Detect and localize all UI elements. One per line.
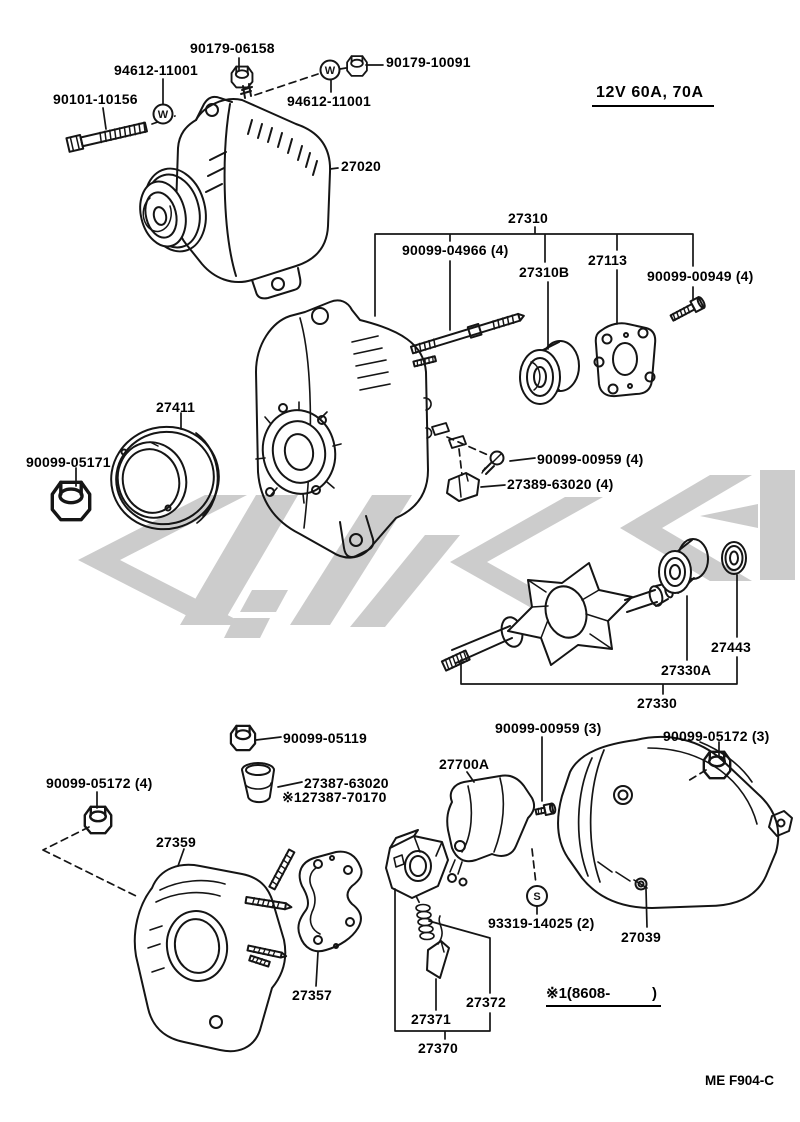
part-label-90099-00959-3: 90099-00959 (3) <box>495 720 602 736</box>
alternator-assembly-27020-drawing <box>139 83 332 300</box>
part-label-27443: 27443 <box>711 639 751 655</box>
rectifier-27357-drawing <box>268 848 363 953</box>
part-label-90099-05172-4: 90099-05172 (4) <box>46 775 153 791</box>
part-label-27039: 27039 <box>621 929 661 945</box>
part-label-94612-11001-a: 94612-11001 <box>114 62 198 78</box>
applicability-footnote: ※1(8608- ) <box>546 986 661 1007</box>
washer-mark-w-icon: W <box>158 109 169 121</box>
bolt-90101-10156-drawing <box>65 121 148 153</box>
part-label-90099-05119: 90099-05119 <box>283 730 367 746</box>
part-label-93319-14025-2: 93319-14025 (2) <box>488 915 595 931</box>
part-label-27371: 27371 <box>411 1011 451 1027</box>
screw-mark-circle <box>526 885 548 907</box>
washer-mark-circle-right <box>319 59 341 81</box>
part-label-27389-63020-4: 27389-63020 (4) <box>507 476 614 492</box>
part-label-27020: 27020 <box>341 158 381 174</box>
part-label-90101-10156: 90101-10156 <box>53 91 138 107</box>
part-label-127387-70170: ※127387-70170 <box>282 789 387 805</box>
rear-end-frame-27359-drawing <box>133 863 293 1053</box>
insulator-27387-63020-drawing <box>241 762 275 804</box>
part-label-90099-00949-4: 90099-00949 (4) <box>647 268 754 284</box>
part-label-90099-04966-4: 90099-04966 (4) <box>402 242 509 258</box>
washer-mark-circle-left <box>152 103 174 125</box>
screw-mark-s-icon: S <box>533 891 540 903</box>
part-label-94612-11001-b: 94612-11001 <box>287 93 371 109</box>
brush-spring-drawing <box>415 903 435 941</box>
part-label-27372: 27372 <box>466 994 506 1010</box>
part-label-27700A: 27700A <box>439 756 490 772</box>
part-label-90179-10091: 90179-10091 <box>386 54 471 70</box>
voltage-amperage-spec: 12V 60A, 70A <box>592 85 714 107</box>
terminals-drawing <box>431 422 467 449</box>
seal-27443-drawing <box>721 541 747 575</box>
part-label-90179-06158: 90179-06158 <box>190 40 275 56</box>
part-label-27359: 27359 <box>156 834 196 850</box>
screw-90099-00959-3-drawing <box>534 802 557 817</box>
regulator-27700A-drawing <box>446 774 536 887</box>
part-label-27370: 27370 <box>418 1040 458 1056</box>
through-bolt-90099-04966-drawing <box>409 312 525 355</box>
part-label-27357: 27357 <box>292 987 332 1003</box>
insulator-27389-63020-drawing <box>446 472 480 502</box>
part-label-27330A: 27330A <box>661 662 712 678</box>
screw-90099-00949-drawing <box>669 296 706 322</box>
document-code: ME F904-C <box>705 1073 775 1088</box>
part-label-90099-05171: 90099-05171 <box>26 454 111 470</box>
drive-end-frame-27310-drawing <box>255 299 433 559</box>
part-label-90099-05172-3: 90099-05172 (3) <box>663 728 770 744</box>
rear-end-cover-27039-drawing <box>557 736 793 909</box>
part-label-27387-63020: 27387-63020 <box>304 775 389 791</box>
leader-lines <box>75 57 738 1040</box>
brush-27371-drawing <box>426 915 450 979</box>
part-label-27113: 27113 <box>588 252 628 268</box>
part-label-27310: 27310 <box>508 210 548 226</box>
part-label-90099-00959-4: 90099-00959 (4) <box>537 451 644 467</box>
watermark <box>78 470 795 638</box>
bearing-27310B-drawing <box>519 340 580 405</box>
pulley-27411-drawing <box>110 425 220 531</box>
washer-mark-w-icon: W <box>325 65 336 77</box>
part-label-27310B: 27310B <box>519 264 570 280</box>
brush-holder-27372-drawing <box>385 829 449 899</box>
part-label-27411: 27411 <box>156 399 196 415</box>
stud-fragment-drawing <box>412 355 437 368</box>
bearing-27330A-drawing <box>658 538 709 594</box>
part-label-27330: 27330 <box>637 695 677 711</box>
terminal-screw-90099-00959-4-drawing <box>481 450 505 475</box>
retainer-plate-27113-drawing <box>593 322 657 398</box>
